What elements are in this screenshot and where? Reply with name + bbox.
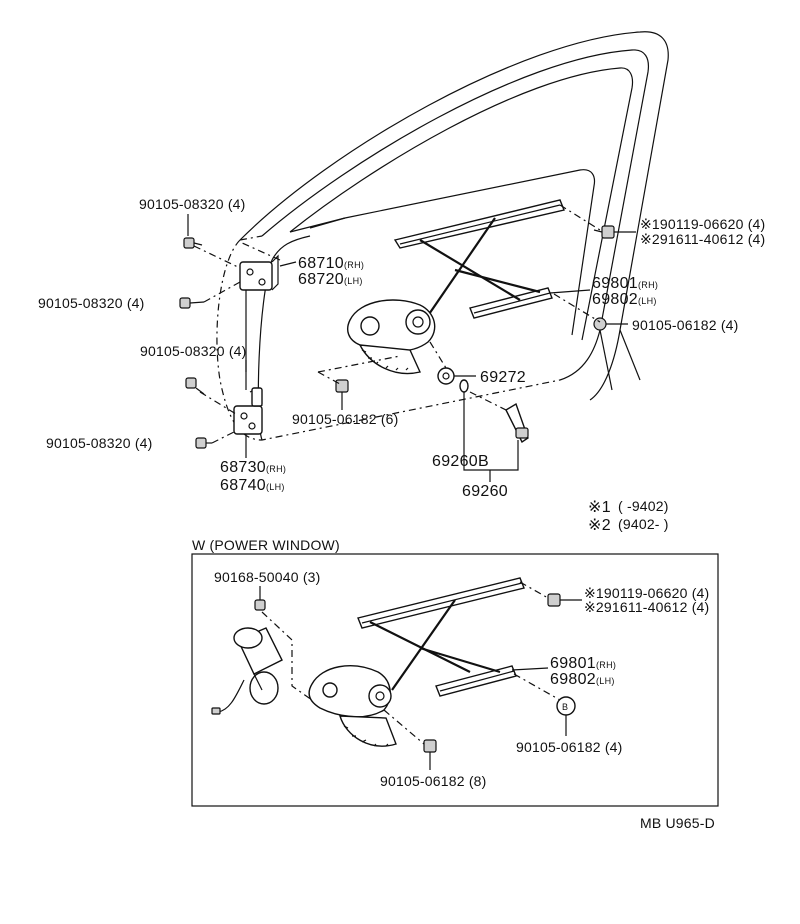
screw-upper-right [593,225,615,239]
label-bolt-top-2: 90105-08320 (4) [38,295,145,311]
bolt-mid-left [179,297,205,309]
screw-power [547,593,561,607]
label-power-screw-1: ※190119-06620 (4) [584,585,709,601]
legend-row2-mark: ※2 [588,517,611,534]
label-power-screw-2: ※291611-40612 (4) [584,599,709,615]
label-regulator-lh: 69802(LH) [592,291,657,308]
power-window-title: W (POWER WINDOW) [192,537,340,553]
label-hinge-lower-rh: 68730(RH) [220,459,286,476]
label-power-regulator-rh: 69801(RH) [550,655,616,672]
footer-code: MB U965-D [640,815,715,831]
bolt-top-left [183,237,203,249]
label-bolt-top-1: 90105-08320 (4) [139,196,246,212]
manual-regulator [347,199,565,375]
nut-right [593,317,607,331]
label-power-bolt-regulator: 90105-06182 (8) [380,773,487,789]
bolt-lower-left-2 [195,437,212,449]
label-bolt-motor: 90168-50040 (3) [214,569,321,585]
label-handle-part: 69260B [432,453,489,470]
label-bolt-low-1: 90105-08320 (4) [46,435,153,451]
label-knob-part: 69272 [480,369,526,386]
legend-row1-mark: ※1 [588,499,611,516]
label-hinge-lower-lh: 68740(LH) [220,477,285,494]
label-hinge-upper-rh: 68710(RH) [298,255,364,272]
handle [459,379,529,444]
upper-hinge [239,254,279,291]
label-regulator-rh: 69801(RH) [592,275,658,292]
bolt-lower-left-1 [185,377,205,395]
power-regulator [308,577,525,747]
label-nut-rail: 90105-06182 (4) [632,317,739,333]
label-power-regulator-lh: 69802(LH) [550,671,615,688]
bolt-motor [254,599,266,611]
legend-row2-text: (9402- ) [618,516,669,532]
knob [437,367,455,385]
label-screw-1: ※190119-06620 (4) [640,216,765,232]
leader-lines-power [259,581,582,770]
label-screw-2: ※291611-40612 (4) [640,231,765,247]
label-hinge-upper-lh: 68720(LH) [298,271,363,288]
legend: ※1 ( -9402) ※2 (9402- ) [588,498,669,534]
nut-b-letter: B [562,702,568,712]
legend-row1-text: ( -9402) [618,498,669,514]
bolt-power-regulator [423,739,437,753]
label-bolt-mid-1: 90105-08320 (4) [140,343,247,359]
motor [211,627,283,715]
label-power-nut-rail: 90105-06182 (4) [516,739,623,755]
leader-lines-upper [187,204,636,482]
label-handle-assy: 69260 [462,483,508,500]
power-window-box: W (POWER WINDOW) [191,537,719,807]
label-bolt-regulator: 90105-06182 (6) [292,411,399,427]
lower-hinge [233,387,263,435]
